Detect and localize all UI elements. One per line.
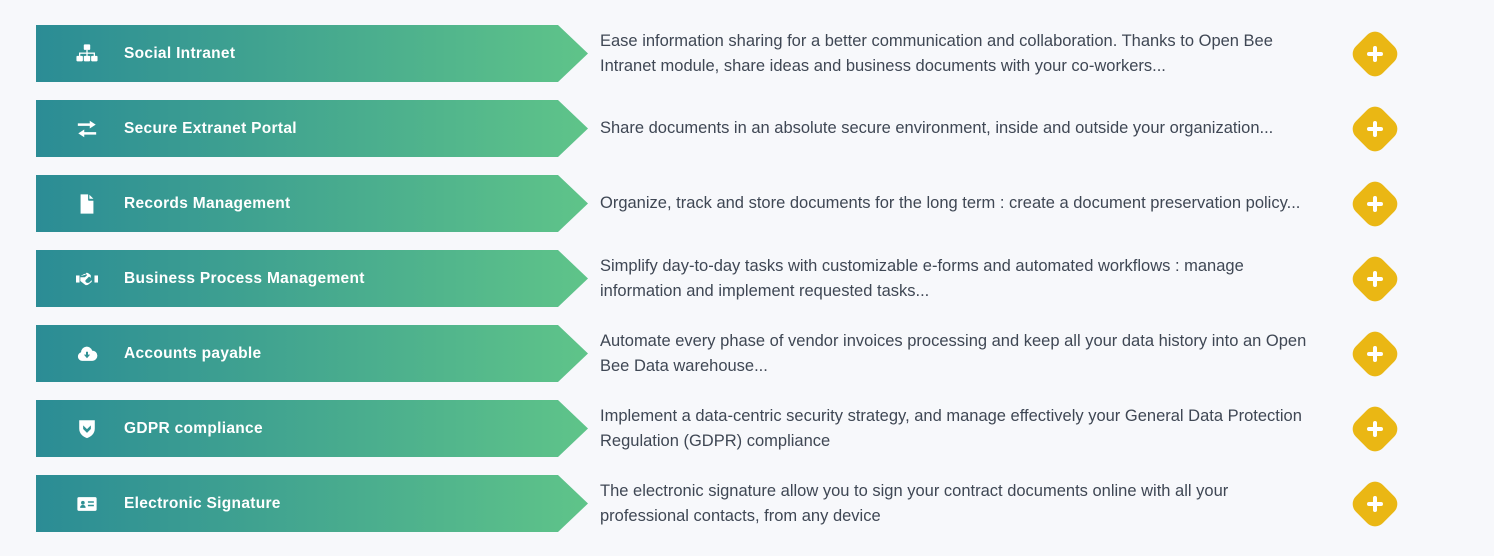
module-banner[interactable]: Accounts payable [36, 325, 588, 382]
plus-icon [1366, 270, 1384, 288]
module-description: Simplify day-to-day tasks with customiza… [600, 256, 1244, 300]
id-card-icon [76, 493, 98, 515]
module-label: Records Management [124, 194, 291, 212]
plus-icon [1366, 495, 1384, 513]
module-description: The electronic signature allow you to si… [600, 481, 1229, 525]
module-banner[interactable]: Secure Extranet Portal [36, 100, 588, 157]
module-label: Secure Extranet Portal [124, 119, 297, 137]
shield-chevron-icon [76, 418, 98, 440]
plus-icon [1366, 420, 1384, 438]
module-description: Automate every phase of vendor invoices … [600, 331, 1307, 375]
module-label: Social Intranet [124, 44, 236, 62]
module-row: Electronic Signature The electronic sign… [0, 466, 1494, 541]
module-description: Ease information sharing for a better co… [600, 31, 1273, 75]
handshake-icon [76, 268, 98, 290]
file-icon [76, 193, 98, 215]
expand-button[interactable] [1348, 326, 1402, 381]
module-banner[interactable]: Records Management [36, 175, 588, 232]
module-row: Accounts payable Automate every phase of… [0, 316, 1494, 391]
expand-button[interactable] [1348, 176, 1402, 231]
cloud-download-icon [76, 343, 98, 365]
expand-button[interactable] [1348, 251, 1402, 306]
plus-icon [1366, 45, 1384, 63]
expand-button[interactable] [1348, 401, 1402, 456]
expand-button[interactable] [1348, 101, 1402, 156]
module-description: Share documents in an absolute secure en… [600, 119, 1274, 137]
module-row: GDPR compliance Implement a data-centric… [0, 391, 1494, 466]
plus-icon [1366, 195, 1384, 213]
module-label: Business Process Management [124, 269, 365, 287]
module-label: GDPR compliance [124, 419, 263, 437]
plus-icon [1366, 345, 1384, 363]
expand-button[interactable] [1348, 476, 1402, 531]
exchange-arrows-icon [76, 118, 98, 140]
modules-list: Social Intranet Ease information sharing… [0, 0, 1494, 541]
module-banner[interactable]: Electronic Signature [36, 475, 588, 532]
module-label: Electronic Signature [124, 494, 281, 512]
module-description: Organize, track and store documents for … [600, 194, 1301, 212]
module-row: Secure Extranet Portal Share documents i… [0, 91, 1494, 166]
module-row: Social Intranet Ease information sharing… [0, 16, 1494, 91]
module-label: Accounts payable [124, 344, 262, 362]
module-banner[interactable]: GDPR compliance [36, 400, 588, 457]
expand-button[interactable] [1348, 26, 1402, 81]
module-row: Business Process Management Simplify day… [0, 241, 1494, 316]
sitemap-icon [76, 43, 98, 65]
module-row: Records Management Organize, track and s… [0, 166, 1494, 241]
module-banner[interactable]: Business Process Management [36, 250, 588, 307]
module-banner[interactable]: Social Intranet [36, 25, 588, 82]
plus-icon [1366, 120, 1384, 138]
module-description: Implement a data-centric security strate… [600, 406, 1302, 450]
